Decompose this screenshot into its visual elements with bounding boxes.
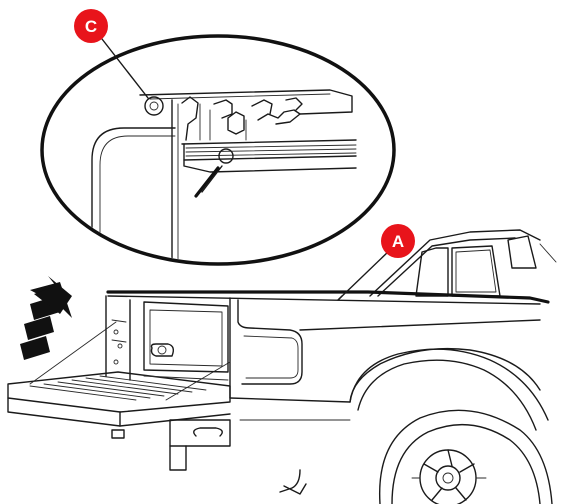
callout-a-label: A: [392, 232, 404, 251]
rail-cross-section: [91, 89, 357, 262]
rear-wheel: [378, 409, 553, 504]
callout-c: C: [74, 9, 108, 43]
callout-c-label: C: [85, 17, 97, 36]
callout-a-leader: [337, 249, 391, 301]
tailgate: [7, 321, 231, 439]
callout-c-leader: [94, 29, 149, 99]
callout-a: A: [381, 224, 415, 258]
pickup-truck: [7, 229, 557, 504]
detail-ellipse-border: [40, 34, 396, 266]
detail-magnifier: [40, 29, 396, 266]
curved-arrow-up-icon: [20, 276, 72, 360]
callout-c-circle: [74, 9, 108, 43]
tonneau-cover-rail: [106, 290, 550, 304]
callout-a-circle: [381, 224, 415, 258]
